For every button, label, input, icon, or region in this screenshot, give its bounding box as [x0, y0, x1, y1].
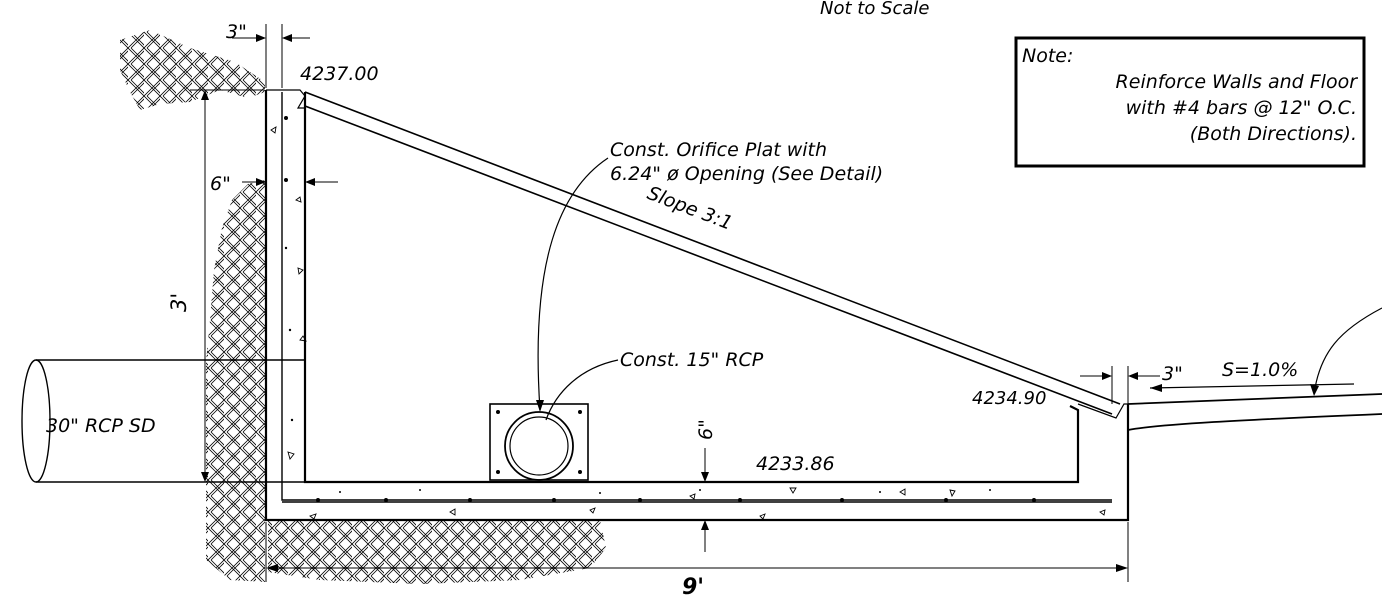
inlet-pipe-end	[21, 359, 51, 483]
channel-slope-label: S=1.0%	[1222, 359, 1298, 381]
elev-right-wall: 4234.90	[972, 388, 1046, 409]
orifice-plate-slope-bottom	[304, 105, 1113, 415]
dim-3in-top-label: 3"	[226, 21, 247, 43]
channel-top-line	[1127, 413, 1382, 431]
rcp-leader	[545, 359, 619, 421]
orifice-label-line-2: 6.24" ø Opening (See Detail)	[610, 163, 883, 185]
note-line-1: Reinforce Walls and Floor	[1116, 71, 1359, 93]
slope-arrow-line	[1149, 383, 1355, 389]
channel-arrow-head	[1310, 384, 1319, 396]
elev-top-of-wall: 4237.00	[300, 63, 379, 85]
rcp-outlet-pipe-outer	[504, 411, 574, 481]
channel-flow-leader	[1313, 307, 1382, 395]
note-box	[1014, 36, 1366, 168]
right-wall-cap	[1077, 403, 1128, 419]
rcp-inlet-label: 30" RCP SD	[46, 415, 156, 437]
rcp-outlet-pipe-inner	[509, 416, 569, 476]
concrete-aggregate-dots	[284, 116, 1036, 502]
dim-3in-top-lines	[232, 24, 310, 88]
channel-bottom-line	[1127, 393, 1382, 405]
orifice-label-line-1: Const. Orifice Plat with	[610, 139, 827, 161]
dim-6in-floor-arrows	[701, 472, 709, 530]
rcp-outlet-label: Const. 15" RCP	[620, 349, 764, 371]
soil-hatch-bottom	[268, 520, 606, 584]
dim-6in-floor-label: 6"	[695, 419, 717, 440]
dim-3in-right-lines	[1080, 366, 1160, 404]
dim-3ft-label: 3'	[167, 293, 191, 312]
left-wall-cap	[266, 89, 306, 109]
note-line-3: (Both Directions).	[1190, 123, 1357, 145]
dim-3ft-lines	[190, 89, 264, 483]
note-title: Note:	[1022, 45, 1073, 67]
left-wall-inner-line	[303, 92, 1080, 484]
rebar-line-vertical	[281, 92, 1112, 501]
plate-bolt-holes	[496, 410, 582, 474]
structure-outer-outline	[264, 90, 1130, 522]
dim-3in-right-label: 3"	[1162, 363, 1183, 385]
concrete-aggregate-triangles	[270, 126, 1106, 520]
orifice-plate-slope-top	[304, 91, 1121, 405]
orifice-leader-arrow	[536, 400, 544, 412]
slope-arrow-head	[1150, 384, 1162, 392]
elev-floor: 4233.86	[756, 453, 835, 475]
dim-6in-wall-label: 6"	[210, 173, 231, 195]
dim-3in-top-arrows	[256, 34, 292, 42]
soil-hatch-left	[206, 180, 265, 582]
note-line-2: with #4 bars @ 12" O.C.	[1126, 97, 1357, 119]
dim-3in-right-arrows	[1102, 372, 1138, 380]
dim-9ft-lines	[265, 522, 1129, 582]
scale-note: Not to Scale	[820, 0, 929, 19]
orifice-leader	[537, 157, 609, 411]
dim-9ft-label: 9'	[682, 575, 704, 600]
